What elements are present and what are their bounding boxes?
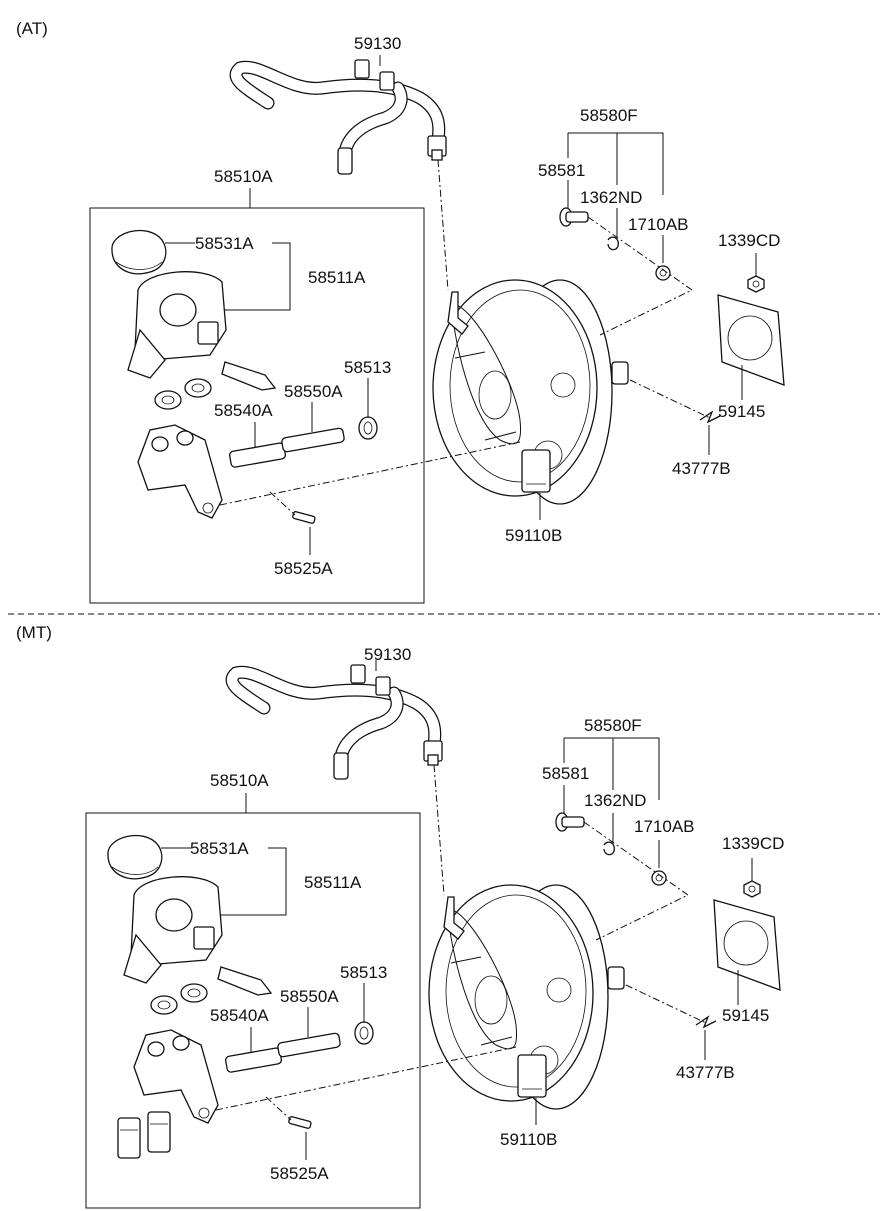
label-reservoir: 58511A xyxy=(308,268,366,287)
label-snap-pin: 1362ND xyxy=(580,188,642,207)
tube-fittings xyxy=(117,1111,171,1159)
label-booster: 59110B xyxy=(500,1130,557,1149)
section-title: (AT) xyxy=(16,19,48,38)
label-clevis-kit: 58580F xyxy=(584,716,642,735)
section-at: (AT) 59130 58510A 58531A 58511A 58513 58… xyxy=(16,19,784,603)
label-master-cylinder-assy: 58510A xyxy=(210,771,269,790)
label-booster: 59110B xyxy=(505,526,562,545)
label-nut: 1339CD xyxy=(722,834,784,853)
label-secondary-piston: 58550A xyxy=(284,382,343,401)
section-title: (MT) xyxy=(16,623,52,642)
label-nut: 1339CD xyxy=(718,231,780,250)
label-clip: 43777B xyxy=(676,1063,735,1082)
label-clevis-kit: 58580F xyxy=(580,106,638,125)
label-primary-piston: 58540A xyxy=(210,1006,269,1025)
label-washer: 1710AB xyxy=(628,215,689,234)
label-reservoir: 58511A xyxy=(304,873,362,892)
label-clevis-pin: 58581 xyxy=(538,161,585,180)
label-cap: 58531A xyxy=(195,234,254,253)
label-seal: 58513 xyxy=(344,358,391,377)
label-washer: 1710AB xyxy=(634,817,695,836)
label-seal: 58513 xyxy=(340,963,387,982)
label-cap: 58531A xyxy=(190,839,249,858)
section-mt: (MT) 59130 58510A 58531A 58511A 58513 58… xyxy=(16,623,784,1208)
label-hose: 59130 xyxy=(354,34,401,53)
label-gasket: 59145 xyxy=(722,1006,769,1025)
label-master-cylinder-assy: 58510A xyxy=(214,167,273,186)
label-stopper-bolt: 58525A xyxy=(270,1164,329,1183)
label-primary-piston: 58540A xyxy=(214,401,273,420)
label-secondary-piston: 58550A xyxy=(280,987,339,1006)
label-gasket: 59145 xyxy=(718,402,765,421)
label-hose: 59130 xyxy=(364,645,411,664)
label-clevis-pin: 58581 xyxy=(542,764,589,783)
label-snap-pin: 1362ND xyxy=(584,791,646,810)
label-clip: 43777B xyxy=(672,459,731,478)
label-stopper-bolt: 58525A xyxy=(274,559,333,578)
